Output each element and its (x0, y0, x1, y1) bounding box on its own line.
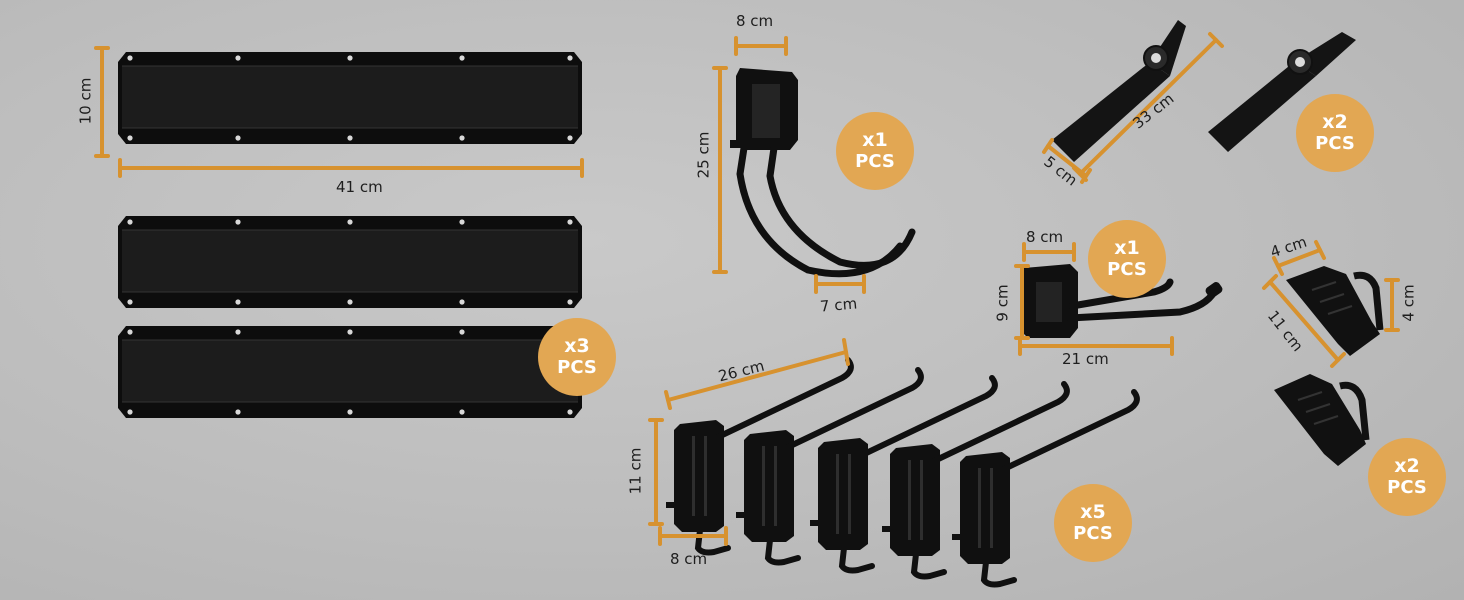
badge-unit: PCS (1107, 258, 1147, 280)
small-hook-height-label: 4 cm (1399, 284, 1418, 322)
double-hook-top-label: 8 cm (1026, 228, 1064, 246)
rail-3 (117, 325, 583, 419)
rail-width-label: 41 cm (336, 178, 383, 196)
velcro-strap-1 (1052, 20, 1186, 162)
strap-dimension-lines (1042, 32, 1224, 184)
badge-unit: PCS (1073, 522, 1113, 544)
double-hook-quantity-badge: x1 PCS (1088, 220, 1166, 298)
badge-qty: x1 (1114, 237, 1140, 260)
utility-hook-height-label: 11 cm (626, 447, 645, 495)
double-hook-dimension-lines (1014, 242, 1174, 356)
double-hook (1020, 264, 1223, 338)
badge-unit: PCS (1387, 476, 1427, 498)
badge-qty: x1 (862, 129, 888, 152)
big-hook-quantity-badge: x1 PCS (836, 112, 914, 190)
rail-2 (117, 215, 583, 309)
utility-hook-width-label: 8 cm (670, 550, 708, 568)
rail-dimension-lines (94, 46, 584, 178)
badge-unit: PCS (855, 150, 895, 172)
big-hook-bottom-label: 7 cm (819, 294, 858, 316)
badge-qty: x2 (1322, 111, 1348, 134)
badge-unit: PCS (1315, 132, 1355, 154)
small-hook-1 (1286, 266, 1384, 356)
velcro-strap-2 (1208, 32, 1356, 152)
utility-hooks-quantity-badge: x5 PCS (1054, 484, 1132, 562)
double-hook-height-label: 9 cm (993, 284, 1012, 322)
utility-hook-dimension-lines (648, 338, 850, 546)
big-hook-height-label: 25 cm (694, 131, 713, 179)
badge-qty: x2 (1394, 455, 1420, 478)
rail-height-label: 10 cm (76, 77, 95, 125)
big-hook-dimension-lines (712, 36, 866, 294)
badge-unit: PCS (557, 356, 597, 378)
straps-quantity-badge: x2 PCS (1296, 94, 1374, 172)
rails-quantity-badge: x3 PCS (538, 318, 616, 396)
small-hook-2 (1274, 374, 1370, 466)
double-hook-length-label: 21 cm (1062, 350, 1109, 368)
small-hooks-quantity-badge: x2 PCS (1368, 438, 1446, 516)
big-hook-top-label: 8 cm (736, 12, 774, 30)
badge-qty: x5 (1080, 501, 1106, 524)
small-hook-dimension-lines (1262, 240, 1400, 368)
big-j-hook (730, 68, 916, 278)
badge-qty: x3 (564, 335, 590, 358)
rail-1 (117, 51, 583, 145)
